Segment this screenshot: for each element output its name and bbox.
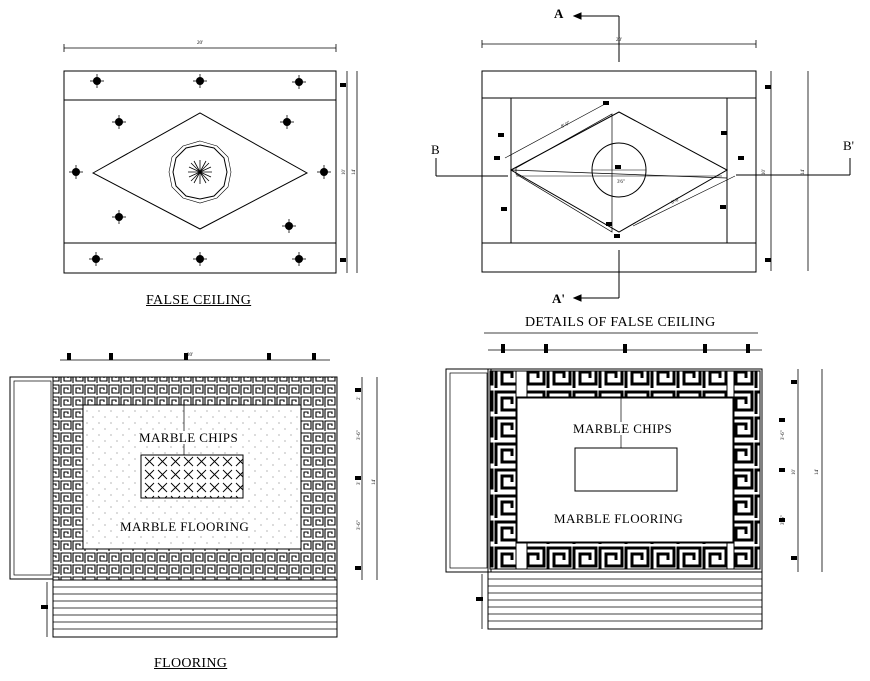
svg-text:8'-0": 8'-0" (561, 121, 572, 130)
flooring-plan-left: 20' (9, 353, 378, 638)
svg-text:10': 10' (342, 169, 347, 175)
false-ceiling-details-plan: 20' 8'-0" 8'-0" 3'6" (435, 12, 851, 334)
svg-text:3'-6": 3'-6" (781, 515, 786, 525)
svg-text:3'-6": 3'-6" (357, 520, 362, 530)
svg-text:10': 10' (762, 169, 767, 175)
section-mark-b: B (431, 142, 440, 157)
false-ceiling-title: FALSE CEILING (146, 293, 252, 308)
marble-flooring-note-left: MARBLE FLOORING (118, 519, 252, 534)
svg-text:2': 2' (357, 397, 362, 401)
svg-text:3': 3' (357, 482, 362, 486)
marble-flooring-note-right: MARBLE FLOORING (552, 511, 686, 526)
svg-text:20': 20' (197, 41, 203, 46)
svg-text:8'-0": 8'-0" (671, 197, 682, 206)
svg-text:14': 14' (801, 169, 806, 175)
svg-text:20': 20' (187, 353, 193, 358)
flooring-title: FLOORING (154, 656, 228, 671)
section-mark-a-prime: A' (552, 291, 565, 306)
details-of-false-ceiling-title: DETAILS OF FALSE CEILING (525, 315, 716, 330)
section-mark-b-prime: B' (843, 138, 855, 153)
svg-text:3'6": 3'6" (617, 180, 625, 185)
svg-text:14': 14' (372, 479, 377, 485)
svg-text:14': 14' (815, 469, 820, 475)
svg-text:14': 14' (352, 169, 357, 175)
marble-chips-note-right: MARBLE CHIPS (571, 421, 675, 436)
svg-text:10': 10' (792, 469, 797, 475)
section-mark-a: A (554, 6, 564, 21)
svg-text:3'-6": 3'-6" (781, 430, 786, 440)
flooring-plan-right: 3'-6" 10' 3'-6" 14' (445, 344, 823, 630)
marble-chips-note-left: MARBLE CHIPS (137, 430, 241, 445)
false-ceiling-plan: 20' (63, 41, 358, 274)
svg-text:3'-6": 3'-6" (357, 430, 362, 440)
